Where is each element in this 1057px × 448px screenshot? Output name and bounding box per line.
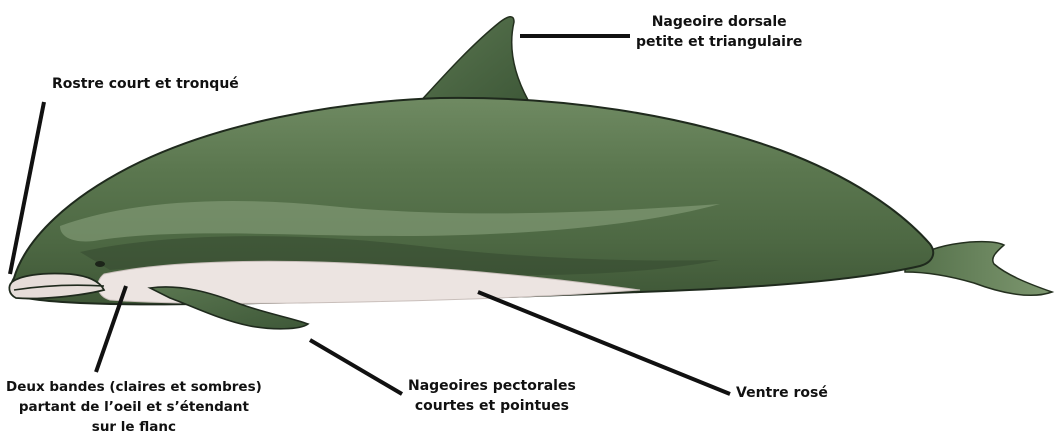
label-pectoral-fins: Nageoires pectorales courtes et pointues (408, 376, 576, 416)
label-belly: Ventre rosé (736, 383, 828, 403)
label-bands: Deux bandes (claires et sombres) partant… (6, 377, 262, 437)
label-dorsal-fin-line-2: petite et triangulaire (636, 32, 802, 52)
label-bands-line-1: Deux bandes (claires et sombres) (6, 377, 262, 397)
label-pectoral-fins-line-1: Nageoires pectorales (408, 376, 576, 396)
label-pectoral-fins-line-2: courtes et pointues (408, 396, 576, 416)
label-rostre-line: Rostre court et tronqué (52, 74, 239, 94)
leader-line-pectorales (310, 340, 402, 394)
eye (95, 261, 105, 267)
label-dorsal-fin: Nageoire dorsale petite et triangulaire (636, 12, 802, 52)
label-rostre: Rostre court et tronqué (52, 74, 239, 94)
label-bands-line-3: sur le flanc (6, 417, 262, 437)
dorsal-fin (418, 17, 528, 104)
label-bands-line-2: partant de l’oeil et s’étendant (6, 397, 262, 417)
label-dorsal-fin-line-1: Nageoire dorsale (636, 12, 802, 32)
label-belly-line: Ventre rosé (736, 383, 828, 403)
